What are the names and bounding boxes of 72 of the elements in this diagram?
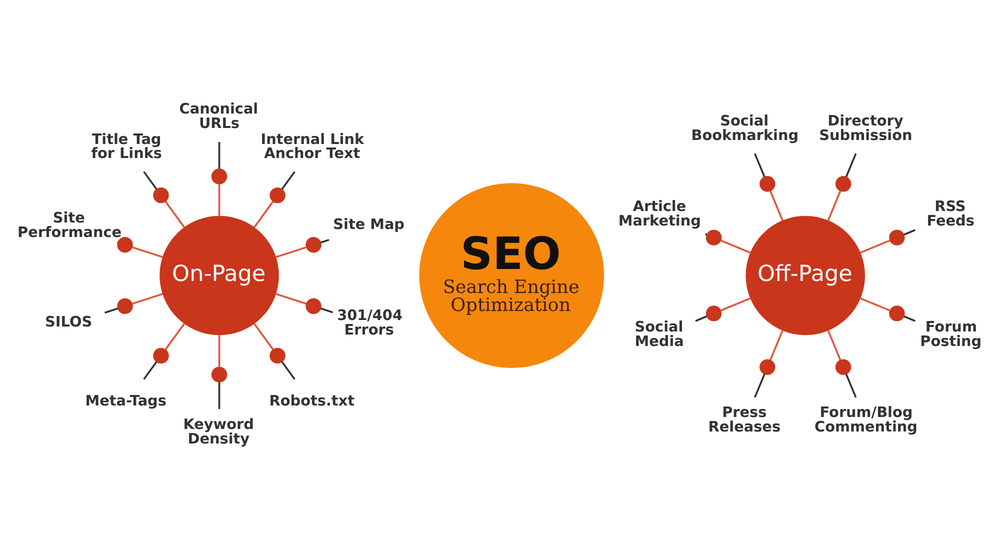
connector [218, 334, 220, 367]
connector [253, 200, 274, 228]
connector [281, 360, 296, 380]
node-text: Internal Link Anchor Text [260, 131, 364, 162]
node-circle [706, 305, 722, 321]
connector [320, 238, 330, 243]
node-circle [306, 236, 322, 252]
connector [754, 373, 766, 398]
connector [860, 296, 890, 311]
connector [769, 190, 784, 220]
connector [253, 322, 274, 350]
node-circle: On-Page [160, 215, 279, 335]
node-text: Press Releases [708, 404, 781, 435]
node-text: Site Performance [18, 210, 122, 241]
connector [720, 239, 751, 254]
connector [164, 322, 186, 350]
node-circle [889, 229, 905, 245]
node-text: Title Tag for Links [91, 131, 162, 162]
connector [218, 183, 220, 216]
node-circle [211, 168, 228, 184]
connector [143, 360, 158, 380]
connector [695, 315, 708, 322]
connector [827, 190, 842, 220]
node-text: 301/404 Errors [337, 308, 402, 338]
node-circle [270, 347, 286, 364]
node-circle [153, 186, 169, 203]
connector [845, 152, 857, 177]
node-text: Keyword Density [183, 416, 254, 447]
node-text: Meta-Tags [85, 392, 166, 409]
node-text: Article Marketing [618, 198, 701, 229]
node-circle [835, 358, 852, 374]
connector [320, 307, 334, 313]
node-circle [760, 358, 776, 374]
node-text: Forum/Blog Commenting [814, 404, 918, 435]
connector [720, 296, 751, 311]
node-text: Forum Posting [920, 319, 982, 350]
connector [132, 246, 164, 258]
node-circle [153, 347, 169, 364]
connector [164, 200, 186, 228]
connector [281, 170, 296, 190]
node-text: SILOS [45, 314, 92, 330]
node-circle: SEO Search Engine Optimization [419, 182, 604, 368]
node-circle [835, 176, 852, 192]
connector [218, 141, 220, 168]
node-circle [270, 186, 286, 203]
connector [132, 292, 164, 304]
connector [704, 232, 708, 235]
connector [104, 307, 118, 314]
node-text: Directory Submission [819, 113, 912, 144]
connector [827, 330, 842, 360]
connector [904, 315, 916, 322]
node-circle [889, 305, 905, 321]
node-circle [306, 298, 322, 314]
connector [769, 330, 784, 360]
connector [860, 239, 890, 254]
node-text: Canonical URLs [179, 101, 258, 132]
connector [845, 373, 857, 398]
node-circle [117, 298, 133, 314]
connector [218, 382, 220, 409]
node-circle [760, 176, 776, 192]
node-text: Site Map [333, 216, 404, 233]
connector [275, 246, 307, 258]
node-circle [211, 366, 228, 382]
connector [275, 292, 307, 304]
node-text: Robots.txt [269, 392, 355, 409]
node-text: Social Media [634, 319, 684, 350]
node-text: Social Bookmarking [691, 113, 799, 144]
connector [143, 170, 158, 190]
node-circle: Off-Page [746, 215, 866, 335]
connector [754, 152, 766, 177]
node-text: RSS Feeds [926, 198, 974, 229]
connector [904, 228, 916, 235]
